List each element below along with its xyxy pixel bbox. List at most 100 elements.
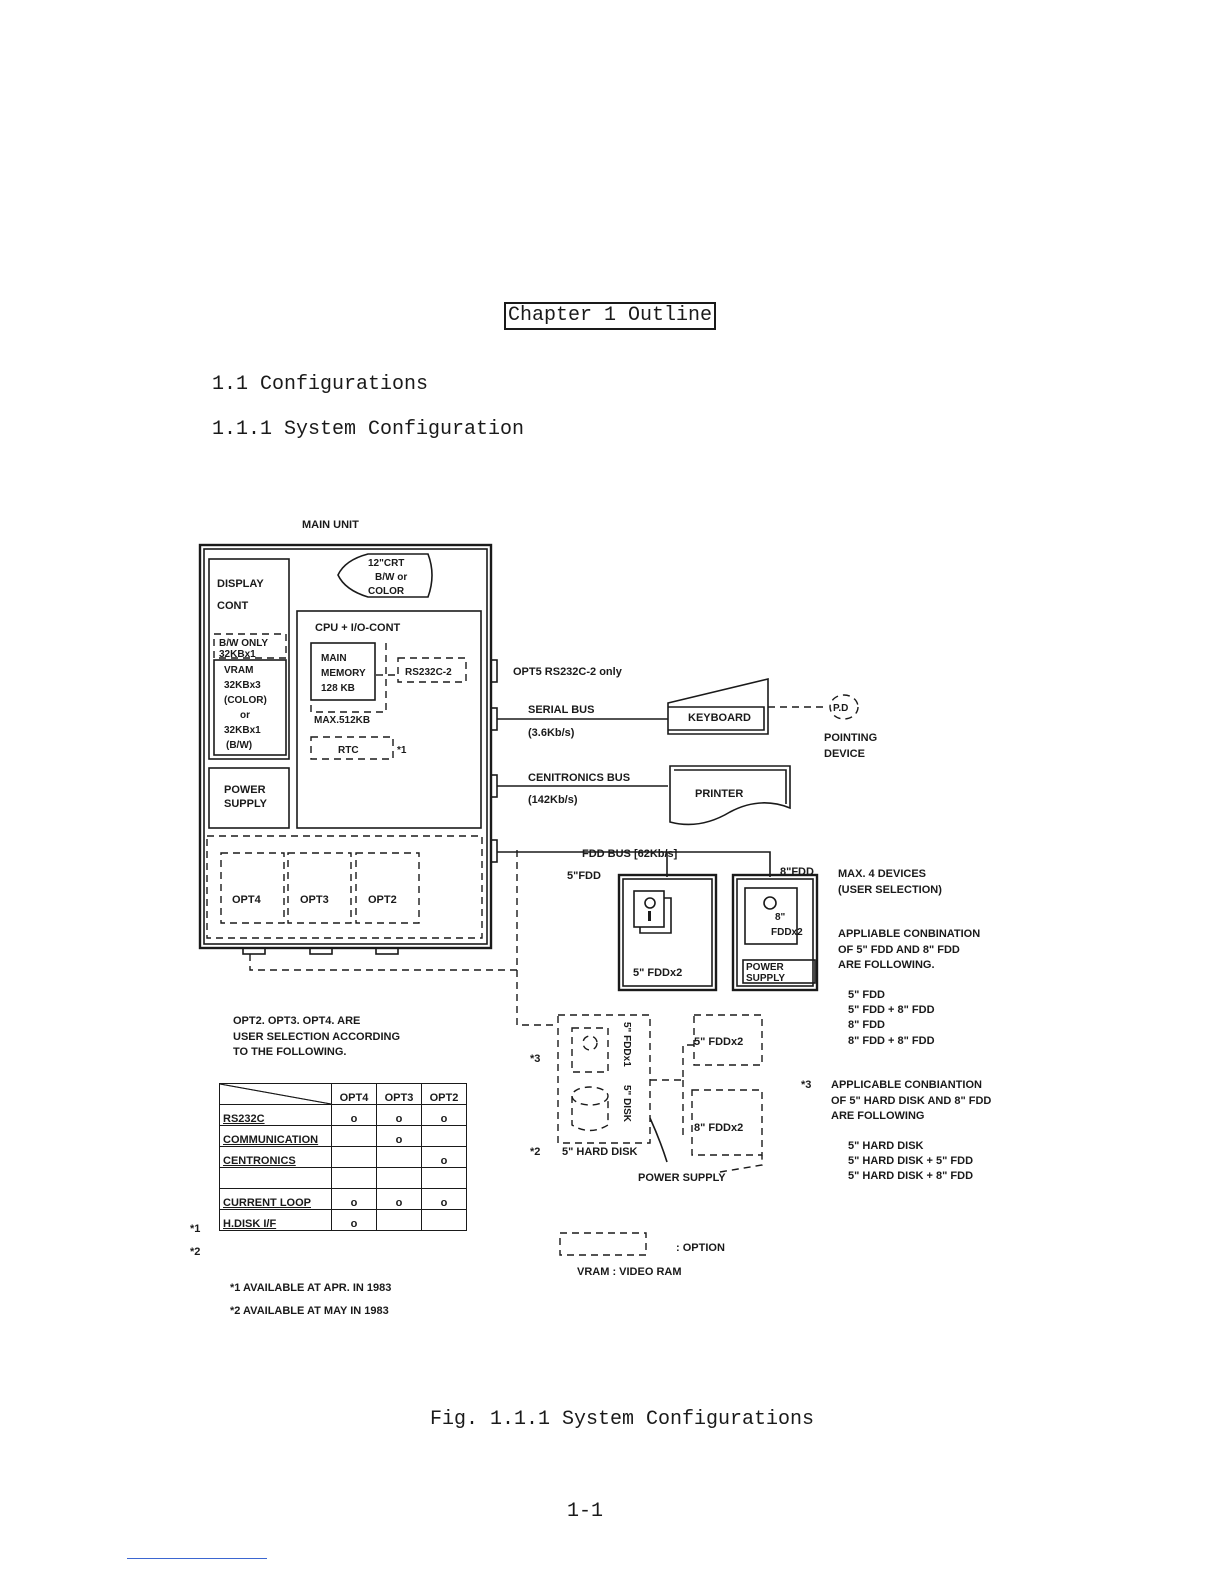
opt4-label: OPT4 bbox=[232, 894, 262, 906]
display-cont-box bbox=[208, 558, 290, 760]
fdd5-disk-slot bbox=[633, 890, 665, 928]
page-number: 1-1 bbox=[567, 1500, 604, 1523]
table-row: RS232C o o o bbox=[219, 1104, 467, 1126]
fdd8x2-unit bbox=[731, 873, 819, 992]
option-cable-to-bus bbox=[249, 850, 518, 971]
printer-label: PRINTER bbox=[695, 788, 743, 800]
table-cell bbox=[331, 1146, 377, 1168]
option-power-supply-link bbox=[719, 1155, 763, 1173]
main-unit-label: MAIN UNIT bbox=[302, 519, 359, 531]
fdd5x2-unit bbox=[617, 873, 718, 992]
hard-disk-power-pointer bbox=[649, 1117, 668, 1163]
opt3-label: OPT3 bbox=[300, 894, 329, 906]
printer-shape bbox=[669, 765, 791, 826]
fdd5x2-label: 5" FDDx2 bbox=[633, 967, 682, 979]
opt-note-2: USER SELECTION ACCORDING bbox=[233, 1031, 400, 1043]
pointing-device-label-2: DEVICE bbox=[824, 748, 865, 760]
option-selection-table: OPT4 OPT3 OPT2 RS232C o o o COMMUNICATIO… bbox=[219, 1083, 467, 1231]
section-heading-1-1-1: 1.1.1 System Configuration bbox=[212, 418, 525, 441]
bw-only-box bbox=[213, 633, 287, 659]
power-supply-label-1: POWER bbox=[224, 784, 266, 796]
note3-2: OF 5" HARD DISK AND 8" FDD bbox=[831, 1095, 991, 1107]
main-unit-inner-frame bbox=[203, 548, 488, 945]
serial-bus-label-2: (3.6Kb/s) bbox=[528, 727, 575, 739]
table-row-label: H.DISK I/F bbox=[219, 1209, 332, 1231]
table-cell bbox=[421, 1209, 467, 1231]
fdd5-disk-window bbox=[648, 911, 651, 921]
table-cell bbox=[331, 1167, 377, 1189]
fdd-bus-label: FDD BUS [62Kb/s] bbox=[582, 848, 678, 860]
table-row-label: CURRENT LOOP bbox=[219, 1188, 332, 1210]
hard-disk-body-icon bbox=[571, 1096, 609, 1132]
fdd5x1-vertical-label: 5" FDDx1 bbox=[621, 1022, 632, 1067]
table-row-label: RS232C bbox=[219, 1104, 332, 1126]
opt-note-1: OPT2. OPT3. OPT4. ARE bbox=[233, 1015, 360, 1027]
table-header-row: OPT4 OPT3 OPT2 bbox=[219, 1083, 467, 1105]
opt2-label: OPT2 bbox=[368, 894, 397, 906]
power-supply-label-2: SUPPLY bbox=[224, 798, 268, 810]
table-cell bbox=[376, 1209, 422, 1231]
centronics-bus-label-2: (142Kb/s) bbox=[528, 794, 578, 806]
note3-mark: *3 bbox=[801, 1079, 811, 1091]
max-memory-label: MAX.512KB bbox=[314, 715, 370, 726]
table-header-opt4: OPT4 bbox=[331, 1083, 377, 1105]
legend-option: : OPTION bbox=[676, 1242, 725, 1254]
fdd5-disk-hub-icon bbox=[644, 897, 656, 909]
centronics-bus-label-1: CENITRONICS BUS bbox=[528, 772, 630, 784]
bw-only-label-2: 32KBx1 bbox=[219, 649, 256, 660]
section-heading-1-1: 1.1 Configurations bbox=[212, 373, 429, 396]
vram-label-1: VRAM bbox=[224, 665, 253, 676]
fdd5x1-option-drive bbox=[571, 1027, 609, 1073]
table-row: CURRENT LOOP o o o bbox=[219, 1188, 467, 1210]
row-mark-hdisk: *2 bbox=[190, 1246, 200, 1258]
combo-4: 8" FDD + 8" FDD bbox=[848, 1035, 935, 1047]
vram-label-2: 32KBx3 bbox=[224, 680, 261, 691]
fdd-bus-line bbox=[497, 851, 771, 877]
combo-3: 8" FDD bbox=[848, 1019, 885, 1031]
fdd5-disk-slot-back bbox=[639, 897, 672, 934]
fdd5x2-option-box bbox=[693, 1014, 763, 1066]
display-cont-label-1: DISPLAY bbox=[217, 578, 264, 590]
fdd8-disk-hub-icon bbox=[763, 896, 777, 910]
power-supply-box bbox=[208, 767, 290, 829]
vram-label-5: 32KBx1 bbox=[224, 725, 261, 736]
table-cell bbox=[376, 1167, 422, 1189]
fdd8-power-label-2: SUPPLY bbox=[746, 973, 785, 984]
opt-note-3: TO THE FOLLOWING. bbox=[233, 1046, 346, 1058]
max-devices-1: MAX. 4 DEVICES bbox=[838, 868, 926, 880]
chapter-title: Chapter 1 Outline bbox=[504, 302, 717, 330]
footnote-1: *1 AVAILABLE AT APR. IN 1983 bbox=[230, 1282, 391, 1294]
crt-label-2: B/W or bbox=[375, 572, 407, 583]
table-row: H.DISK I/F o bbox=[219, 1209, 467, 1231]
table-row: COMMUNICATION o bbox=[219, 1125, 467, 1147]
fdd5x2-option-label: 5" FDDx2 bbox=[694, 1036, 743, 1048]
vram-label-3: (COLOR) bbox=[224, 695, 267, 706]
hd-combo-3: 5" HARD DISK + 8" FDD bbox=[848, 1170, 973, 1182]
option-legend-box bbox=[559, 1232, 647, 1256]
main-unit-frame bbox=[198, 543, 493, 950]
table-cell: o bbox=[421, 1146, 467, 1168]
hard-disk-option-box bbox=[557, 1014, 651, 1144]
rtc-box bbox=[310, 736, 394, 760]
applicable-2: OF 5" FDD AND 8" FDD bbox=[838, 944, 960, 956]
star2-mark: *2 bbox=[530, 1146, 540, 1158]
combo-2: 5" FDD + 8" FDD bbox=[848, 1004, 935, 1016]
fdd8-label: 8"FDD bbox=[780, 866, 814, 878]
opt2-slot bbox=[355, 852, 420, 924]
applicable-1: APPLIABLE CONBINATION bbox=[838, 928, 980, 940]
opt3-slot bbox=[287, 852, 352, 924]
row-mark-current-loop: *1 bbox=[190, 1223, 200, 1235]
table-cell bbox=[421, 1125, 467, 1147]
option-power-supply-label: POWER SUPPLY bbox=[638, 1172, 726, 1184]
table-cell bbox=[421, 1167, 467, 1189]
keyboard-label: KEYBOARD bbox=[688, 712, 751, 724]
pointing-device-short-label: P.D bbox=[833, 703, 848, 714]
table-cell: o bbox=[376, 1188, 422, 1210]
table-cell: o bbox=[421, 1104, 467, 1126]
table-corner-cell bbox=[219, 1083, 332, 1105]
table-cell bbox=[331, 1125, 377, 1147]
note3-1: APPLICABLE CONBIANTION bbox=[831, 1079, 982, 1091]
crt-shape bbox=[337, 553, 433, 598]
figure-caption: Fig. 1.1.1 System Configurations bbox=[430, 1408, 815, 1431]
fdd8x2-label-2: FDDx2 bbox=[771, 927, 803, 938]
